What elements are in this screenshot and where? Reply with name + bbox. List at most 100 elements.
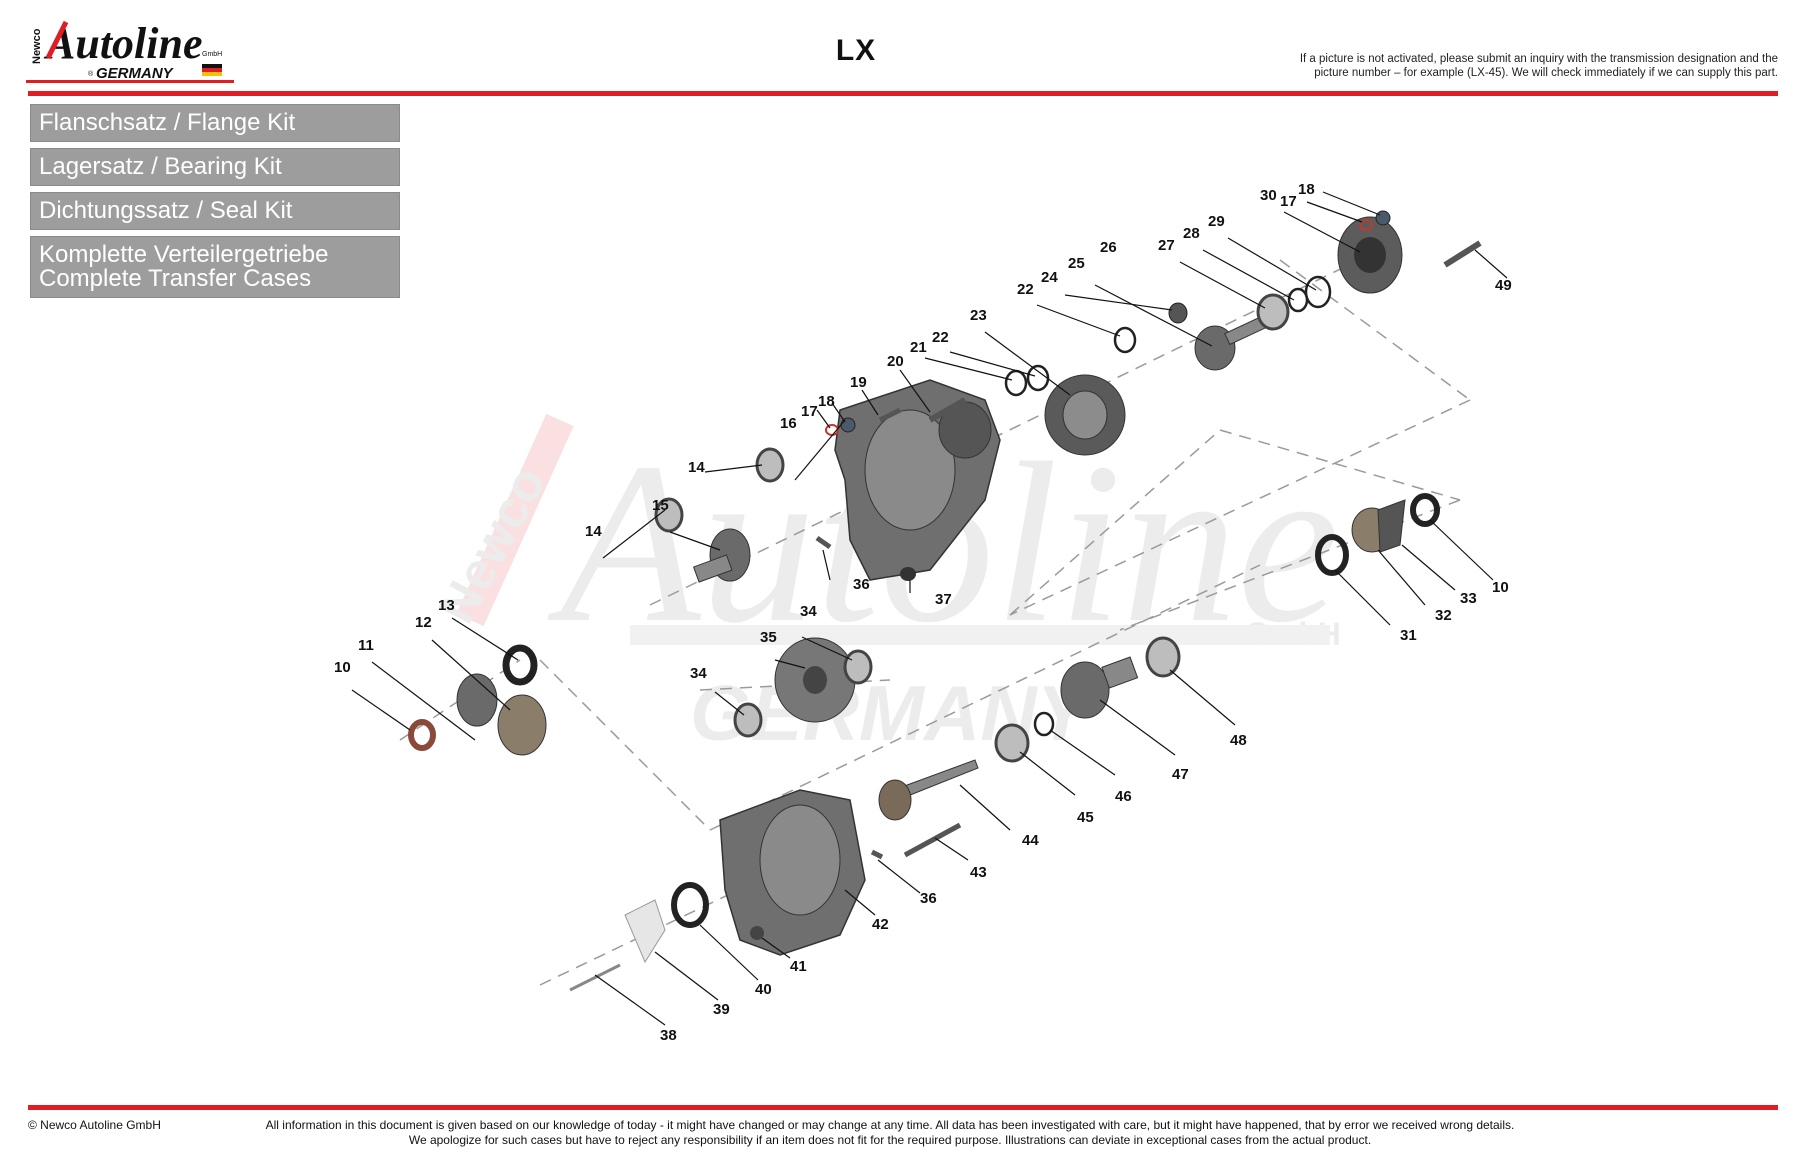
logo-red-stroke — [45, 20, 69, 60]
callout-16: 16 — [780, 415, 797, 432]
callout-20: 20 — [887, 353, 904, 370]
logo-underline — [26, 80, 234, 83]
inquiry-note-line2: picture number – for example (LX-45). We… — [1314, 67, 1778, 79]
bolt-19 — [878, 407, 902, 423]
spacer-46 — [1033, 711, 1055, 737]
copyright: © Newco Autoline GmbH — [28, 1118, 161, 1132]
callout-45: 45 — [1077, 809, 1094, 826]
callout-30: 30 — [1260, 187, 1277, 204]
snap-ring-29 — [1304, 275, 1332, 309]
callout-36-rear: 36 — [920, 890, 937, 907]
callout-32: 32 — [1435, 607, 1452, 624]
callout-14-front: 14 — [585, 523, 602, 540]
callout-11: 11 — [358, 637, 374, 654]
callout-24: 24 — [1041, 269, 1058, 286]
seal-10-rear — [1410, 493, 1440, 527]
bearing-28 — [1256, 293, 1290, 331]
callout-35: 35 — [760, 629, 777, 646]
dowel-pin-36-front — [815, 535, 832, 550]
snap-ring-28b — [1287, 287, 1309, 313]
watermark-bar — [630, 625, 1330, 645]
callout-17-rear: 17 — [1280, 193, 1297, 210]
seal-kit-button[interactable]: Dichtungssatz / Seal Kit — [30, 192, 400, 230]
logo-registered-mark: ® — [88, 70, 94, 78]
callout-47: 47 — [1172, 766, 1189, 783]
part-callouts: 10 10 11 12 13 14 14 15 16 17 17 18 18 1… — [334, 181, 1512, 1044]
callout-49: 49 — [1495, 277, 1512, 294]
callout-26: 26 — [1100, 239, 1117, 256]
watermark-gmbh-text: GmbH — [1245, 616, 1341, 652]
snap-ring-22-a — [1004, 369, 1028, 397]
exploded-parts-diagram: Autoline Newco GmbH GERMANY — [334, 181, 1512, 1044]
flag-stripe-red — [202, 68, 222, 72]
flange-kit-button[interactable]: Flanschsatz / Flange Kit — [30, 104, 400, 142]
logo-gmbh-text: GmbH — [202, 51, 222, 58]
callout-27: 27 — [1158, 237, 1175, 254]
bearing-kit-button[interactable]: Lagersatz / Bearing Kit — [30, 148, 400, 186]
bearing-14-rear — [755, 447, 785, 483]
callout-36-front: 36 — [853, 576, 870, 593]
plug-37 — [900, 567, 916, 581]
snap-ring-22-b — [1026, 364, 1050, 392]
plug-18-rear — [1375, 210, 1391, 226]
callout-39: 39 — [713, 1001, 730, 1018]
seal-10-front — [408, 719, 436, 751]
disclaimer: All information in this document is give… — [200, 1118, 1580, 1148]
plug-41 — [750, 926, 764, 940]
callout-44: 44 — [1022, 832, 1039, 849]
callout-10-front: 10 — [334, 659, 351, 676]
bearing-34-rear — [843, 649, 873, 685]
header-red-rule — [28, 91, 1778, 96]
strainer-39 — [624, 899, 666, 964]
seal-40 — [671, 882, 709, 928]
flange-12 — [497, 694, 547, 756]
sun-gear-26 — [1194, 325, 1236, 371]
complete-transfer-cases-label-de: Komplette Verteilergetriebe — [39, 241, 329, 268]
callout-22-b: 22 — [1017, 281, 1034, 298]
logo-newco-text: Newco — [31, 28, 43, 64]
callout-37: 37 — [935, 591, 952, 608]
callout-14-rear: 14 — [688, 459, 705, 476]
callout-17-front: 17 — [801, 403, 818, 420]
callout-33: 33 — [1460, 590, 1477, 607]
kit-navigation: Flanschsatz / Flange Kit Lagersatz / Bea… — [30, 104, 400, 304]
bearing-45 — [994, 723, 1030, 763]
bearing-48 — [1145, 636, 1181, 678]
bolt-43 — [903, 822, 962, 858]
callout-10-rear: 10 — [1492, 579, 1509, 596]
callout-28: 28 — [1183, 225, 1200, 242]
callout-48: 48 — [1230, 732, 1247, 749]
newco-autoline-logo: Newco Autoline GmbH ® GERMANY — [26, 19, 234, 83]
page-title: LX — [835, 34, 877, 67]
callout-41: 41 — [790, 958, 807, 975]
callout-23: 23 — [970, 307, 987, 324]
bolt-20 — [928, 397, 967, 423]
callout-34-rear: 34 — [800, 603, 817, 620]
drive-gear-47 — [1060, 661, 1110, 719]
logo-brand-text: Autoline — [43, 19, 203, 68]
disclaimer-line2: We apologize for such cases but have to … — [408, 1133, 1372, 1147]
flag-stripe-black — [202, 64, 222, 68]
callout-25: 25 — [1068, 255, 1085, 272]
callout-40: 40 — [755, 981, 772, 998]
seal-31 — [1315, 534, 1349, 576]
flag-stripe-gold — [202, 72, 222, 76]
callout-21: 21 — [910, 339, 927, 356]
callout-13: 13 — [438, 597, 455, 614]
complete-transfer-cases-button[interactable]: Komplette Verteilergetriebe Complete Tra… — [30, 236, 400, 298]
callout-42: 42 — [872, 916, 889, 933]
inquiry-note: If a picture is not activated, please su… — [1218, 52, 1778, 80]
seal-13 — [502, 644, 538, 686]
o-ring-17-rear — [1359, 219, 1373, 231]
callout-29: 29 — [1208, 213, 1225, 230]
callout-38: 38 — [660, 1027, 677, 1044]
callout-19: 19 — [850, 374, 867, 391]
callout-22-a: 22 — [932, 329, 949, 346]
disclaimer-line1: All information in this document is give… — [265, 1118, 1515, 1132]
footer-red-rule — [28, 1105, 1778, 1110]
complete-transfer-cases-label-en: Complete Transfer Cases — [39, 265, 312, 292]
assembly-axis-lines — [399, 239, 1471, 986]
snap-ring-24 — [1113, 326, 1137, 354]
flange-11 — [456, 673, 498, 727]
callout-43: 43 — [970, 864, 987, 881]
